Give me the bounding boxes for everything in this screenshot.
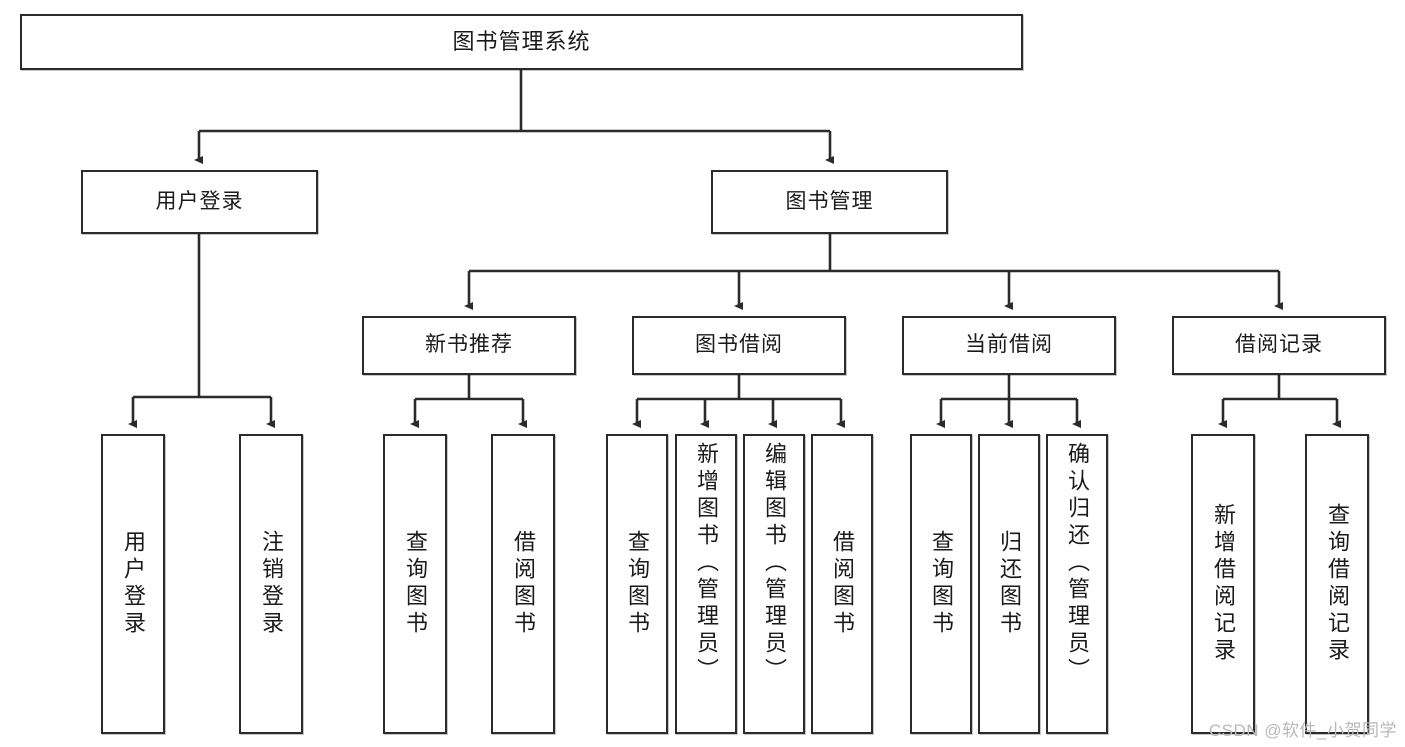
node-label: 查询图书 [625, 530, 650, 638]
leaf-current-borrow-query-book[interactable]: 查询图书 [910, 434, 972, 734]
node-label: 新书推荐 [425, 333, 513, 357]
node-label: 确认归还（管理员） [1065, 442, 1090, 685]
node-label: 借阅图书 [830, 530, 855, 638]
node-borrow-record[interactable]: 借阅记录 [1172, 316, 1386, 375]
node-label: 查询图书 [929, 530, 954, 638]
node-current-borrow[interactable]: 当前借阅 [902, 316, 1116, 375]
leaf-new-book-borrow-book[interactable]: 借阅图书 [491, 434, 555, 734]
node-label: 借阅图书 [511, 530, 536, 638]
leaf-book-borrow-query-book[interactable]: 查询图书 [606, 434, 668, 734]
node-label: 当前借阅 [965, 333, 1053, 357]
node-label: 图书借阅 [695, 333, 783, 357]
node-label: 归还图书 [997, 530, 1022, 638]
node-label: 新增借阅记录 [1211, 503, 1236, 665]
node-label: 图书管理系统 [452, 29, 591, 55]
node-book-borrow[interactable]: 图书借阅 [632, 316, 846, 375]
node-root-book-management-system[interactable]: 图书管理系统 [20, 14, 1023, 70]
leaf-borrow-record-query-record[interactable]: 查询借阅记录 [1305, 434, 1369, 734]
node-label: 借阅记录 [1235, 333, 1323, 357]
node-label: 新增图书（管理员） [694, 442, 719, 685]
leaf-current-borrow-return-book[interactable]: 归还图书 [978, 434, 1040, 734]
leaf-user-login-logout[interactable]: 注销登录 [239, 434, 303, 734]
leaf-new-book-query-book[interactable]: 查询图书 [383, 434, 447, 734]
node-label: 用户登录 [155, 189, 244, 213]
node-label: 注销登录 [259, 530, 284, 638]
node-user-login[interactable]: 用户登录 [81, 170, 318, 234]
node-book-management[interactable]: 图书管理 [711, 170, 948, 234]
node-label: 编辑图书（管理员） [762, 442, 787, 685]
leaf-book-borrow-borrow-book[interactable]: 借阅图书 [811, 434, 873, 734]
node-label: 用户登录 [121, 530, 146, 638]
node-label: 查询借阅记录 [1325, 503, 1350, 665]
node-new-book-recommend[interactable]: 新书推荐 [362, 316, 576, 375]
watermark: CSDN @软件_小贺同学 [1208, 721, 1397, 740]
leaf-user-login-login[interactable]: 用户登录 [101, 434, 165, 734]
leaf-book-borrow-edit-book-admin[interactable]: 编辑图书（管理员） [743, 434, 805, 734]
node-label: 查询图书 [403, 530, 428, 638]
leaf-current-borrow-confirm-return-admin[interactable]: 确认归还（管理员） [1046, 434, 1108, 734]
leaf-borrow-record-add-record[interactable]: 新增借阅记录 [1191, 434, 1255, 734]
leaf-book-borrow-add-book-admin[interactable]: 新增图书（管理员） [675, 434, 737, 734]
node-label: 图书管理 [785, 189, 874, 213]
